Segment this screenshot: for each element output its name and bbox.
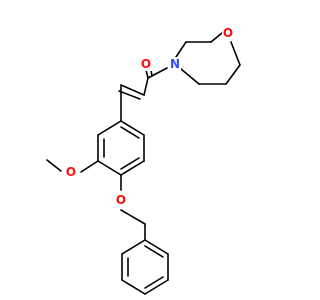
bond [120, 126, 140, 139]
bond [120, 84, 145, 96]
bond [97, 160, 122, 176]
atom-label: O [66, 165, 76, 179]
atom-label: O [116, 193, 126, 207]
bond [144, 276, 164, 289]
bond [144, 279, 169, 295]
bond [147, 67, 168, 79]
bond [120, 157, 140, 170]
molecule-structure: O N O O O [46, 26, 241, 295]
atom-label: O [141, 57, 151, 71]
bond [180, 68, 200, 85]
atom-layer: O N O O O [65, 26, 234, 207]
bond [144, 245, 164, 258]
atom-methoxy-oxygen: O [65, 165, 77, 179]
bond [225, 64, 241, 85]
atom-amide-nitrogen: N [169, 57, 181, 71]
bond [121, 239, 146, 255]
atom-carbonyl-oxygen: O [140, 57, 152, 71]
bond [230, 41, 241, 66]
atom-label: N [170, 57, 180, 71]
bond [97, 120, 122, 136]
bond [120, 160, 145, 176]
bond [144, 239, 169, 255]
bond [120, 209, 146, 225]
bond [210, 32, 223, 43]
bond [121, 279, 146, 295]
bond [145, 69, 149, 79]
atom-ether-oxygen: O [115, 193, 127, 207]
bond [46, 159, 62, 172]
atom-morpholine-oxygen: O [222, 26, 234, 40]
atom-label: O [223, 26, 233, 40]
bond [120, 120, 145, 136]
bond [118, 90, 141, 100]
bond-layer [46, 32, 241, 295]
bond [143, 77, 149, 96]
bond [80, 160, 99, 173]
